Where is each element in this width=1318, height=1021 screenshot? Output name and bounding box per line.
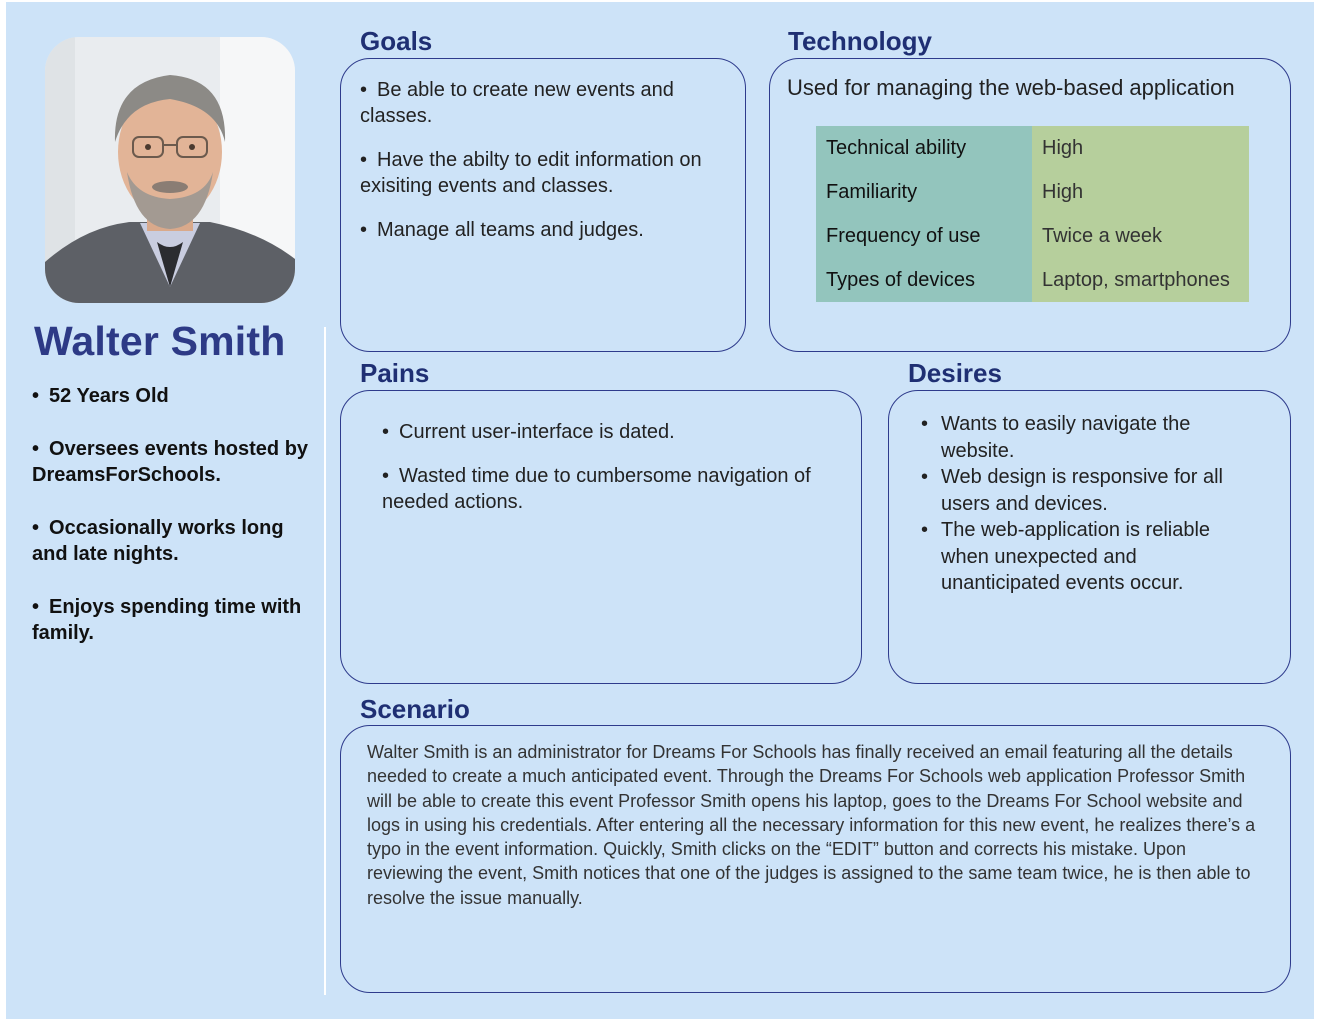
bullet-icon: •: [32, 385, 40, 407]
bullet-icon: •: [382, 465, 390, 487]
technology-table: Technical ability High Familiarity High …: [816, 126, 1249, 302]
bullet-icon: •: [921, 413, 929, 435]
technology-card: Used for managing the web-based applicat…: [769, 58, 1291, 352]
bullet-icon: •: [32, 517, 40, 539]
pain-item: •Wasted time due to cumbersome navigatio…: [382, 465, 811, 513]
bio-item: •Enjoys spending time with family.: [32, 596, 302, 644]
bullet-icon: •: [32, 596, 40, 618]
goals-title: Goals: [360, 26, 433, 56]
desire-item: •Web design is responsive for all users …: [921, 466, 1223, 515]
bio-item: •Oversees events hosted by DreamsForScho…: [32, 438, 309, 486]
persona-photo: [45, 37, 295, 303]
table-value: High: [1032, 126, 1249, 170]
bullet-icon: •: [921, 466, 929, 488]
desires-card: •Wants to easily navigate the website. •…: [888, 390, 1291, 684]
scenario-title: Scenario: [360, 694, 470, 724]
persona-bio: •52 Years Old •Oversees events hosted by…: [32, 383, 322, 673]
bio-item: •52 Years Old: [32, 385, 169, 407]
persona-name: Walter Smith: [34, 318, 286, 364]
table-row: Familiarity High: [816, 170, 1249, 214]
technology-title: Technology: [788, 26, 932, 56]
scenario-text: Walter Smith is an administrator for Dre…: [367, 742, 1256, 908]
column-divider: [324, 327, 326, 995]
desire-item: •The web-application is reliable when un…: [921, 519, 1211, 594]
pain-item: •Current user-interface is dated.: [382, 421, 675, 443]
pains-card: •Current user-interface is dated. •Waste…: [340, 390, 862, 684]
bullet-icon: •: [921, 519, 929, 541]
pains-title: Pains: [360, 358, 430, 388]
goal-item: •Be able to create new events and classe…: [360, 79, 674, 127]
table-value: High: [1032, 170, 1249, 214]
goals-card: •Be able to create new events and classe…: [340, 58, 746, 352]
bullet-icon: •: [360, 149, 368, 171]
bullet-icon: •: [360, 219, 368, 241]
table-value: Laptop, smartphones: [1032, 258, 1249, 302]
table-row: Technical ability High: [816, 126, 1249, 170]
bullet-icon: •: [360, 79, 368, 101]
bullet-icon: •: [32, 438, 40, 460]
table-key: Frequency of use: [816, 214, 1032, 258]
bullet-icon: •: [382, 421, 390, 443]
table-value: Twice a week: [1032, 214, 1249, 258]
table-row: Frequency of use Twice a week: [816, 214, 1249, 258]
desire-item: •Wants to easily navigate the website.: [921, 413, 1191, 462]
table-key: Familiarity: [816, 170, 1032, 214]
bio-item: •Occasionally works long and late nights…: [32, 517, 284, 565]
table-row: Types of devices Laptop, smartphones: [816, 258, 1249, 302]
persona-canvas: Walter Smith •52 Years Old •Oversees eve…: [6, 2, 1314, 1019]
table-key: Technical ability: [816, 126, 1032, 170]
desires-title: Desires: [908, 358, 1002, 388]
portrait-image: [45, 37, 295, 303]
table-key: Types of devices: [816, 258, 1032, 302]
goal-item: •Have the abilty to edit information on …: [360, 149, 702, 197]
goal-item: •Manage all teams and judges.: [360, 219, 644, 241]
scenario-card: Walter Smith is an administrator for Dre…: [340, 725, 1291, 993]
technology-intro: Used for managing the web-based applicat…: [787, 75, 1235, 100]
